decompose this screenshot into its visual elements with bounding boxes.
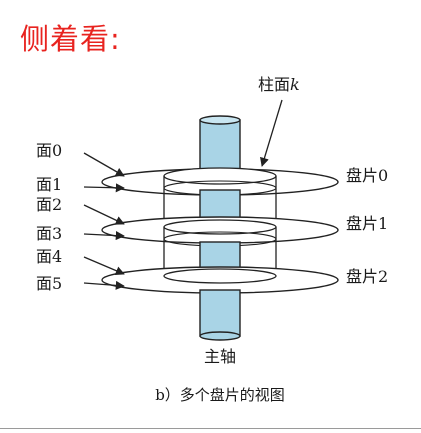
surface-label-0: 面0	[36, 141, 62, 160]
cylinder-leader-arrow	[260, 99, 283, 167]
surface-3-arrow	[83, 231, 125, 241]
spindle-top-segment	[199, 115, 241, 175]
spindle-label: 主轴	[204, 347, 236, 366]
figure-caption: b）多个盘片的视图	[155, 386, 285, 404]
surface-label-3: 面3	[36, 224, 62, 243]
platter-label-0: 盘片0	[346, 166, 388, 185]
platter-label-1: 盘片1	[346, 214, 388, 233]
surface-1-arrow	[83, 183, 125, 193]
cylinder-label: 柱面k	[258, 75, 300, 94]
platter-1	[101, 216, 339, 244]
surface-0-arrow	[83, 152, 125, 177]
bottom-divider	[0, 428, 421, 429]
platter-label-2: 盘片2	[346, 267, 388, 286]
surface-label-4: 面4	[36, 247, 62, 266]
surface-2-arrow	[83, 204, 125, 225]
heading-side-view: 侧着看:	[20, 22, 121, 56]
platter-2	[101, 266, 339, 294]
surface-label-1: 面1	[36, 175, 62, 194]
surface-label-5: 面5	[36, 274, 62, 293]
surface-4-arrow	[83, 256, 125, 275]
surface-label-2: 面2	[36, 195, 62, 214]
spindle-bottom-segment	[199, 289, 241, 341]
surface-5-arrow	[83, 280, 125, 290]
